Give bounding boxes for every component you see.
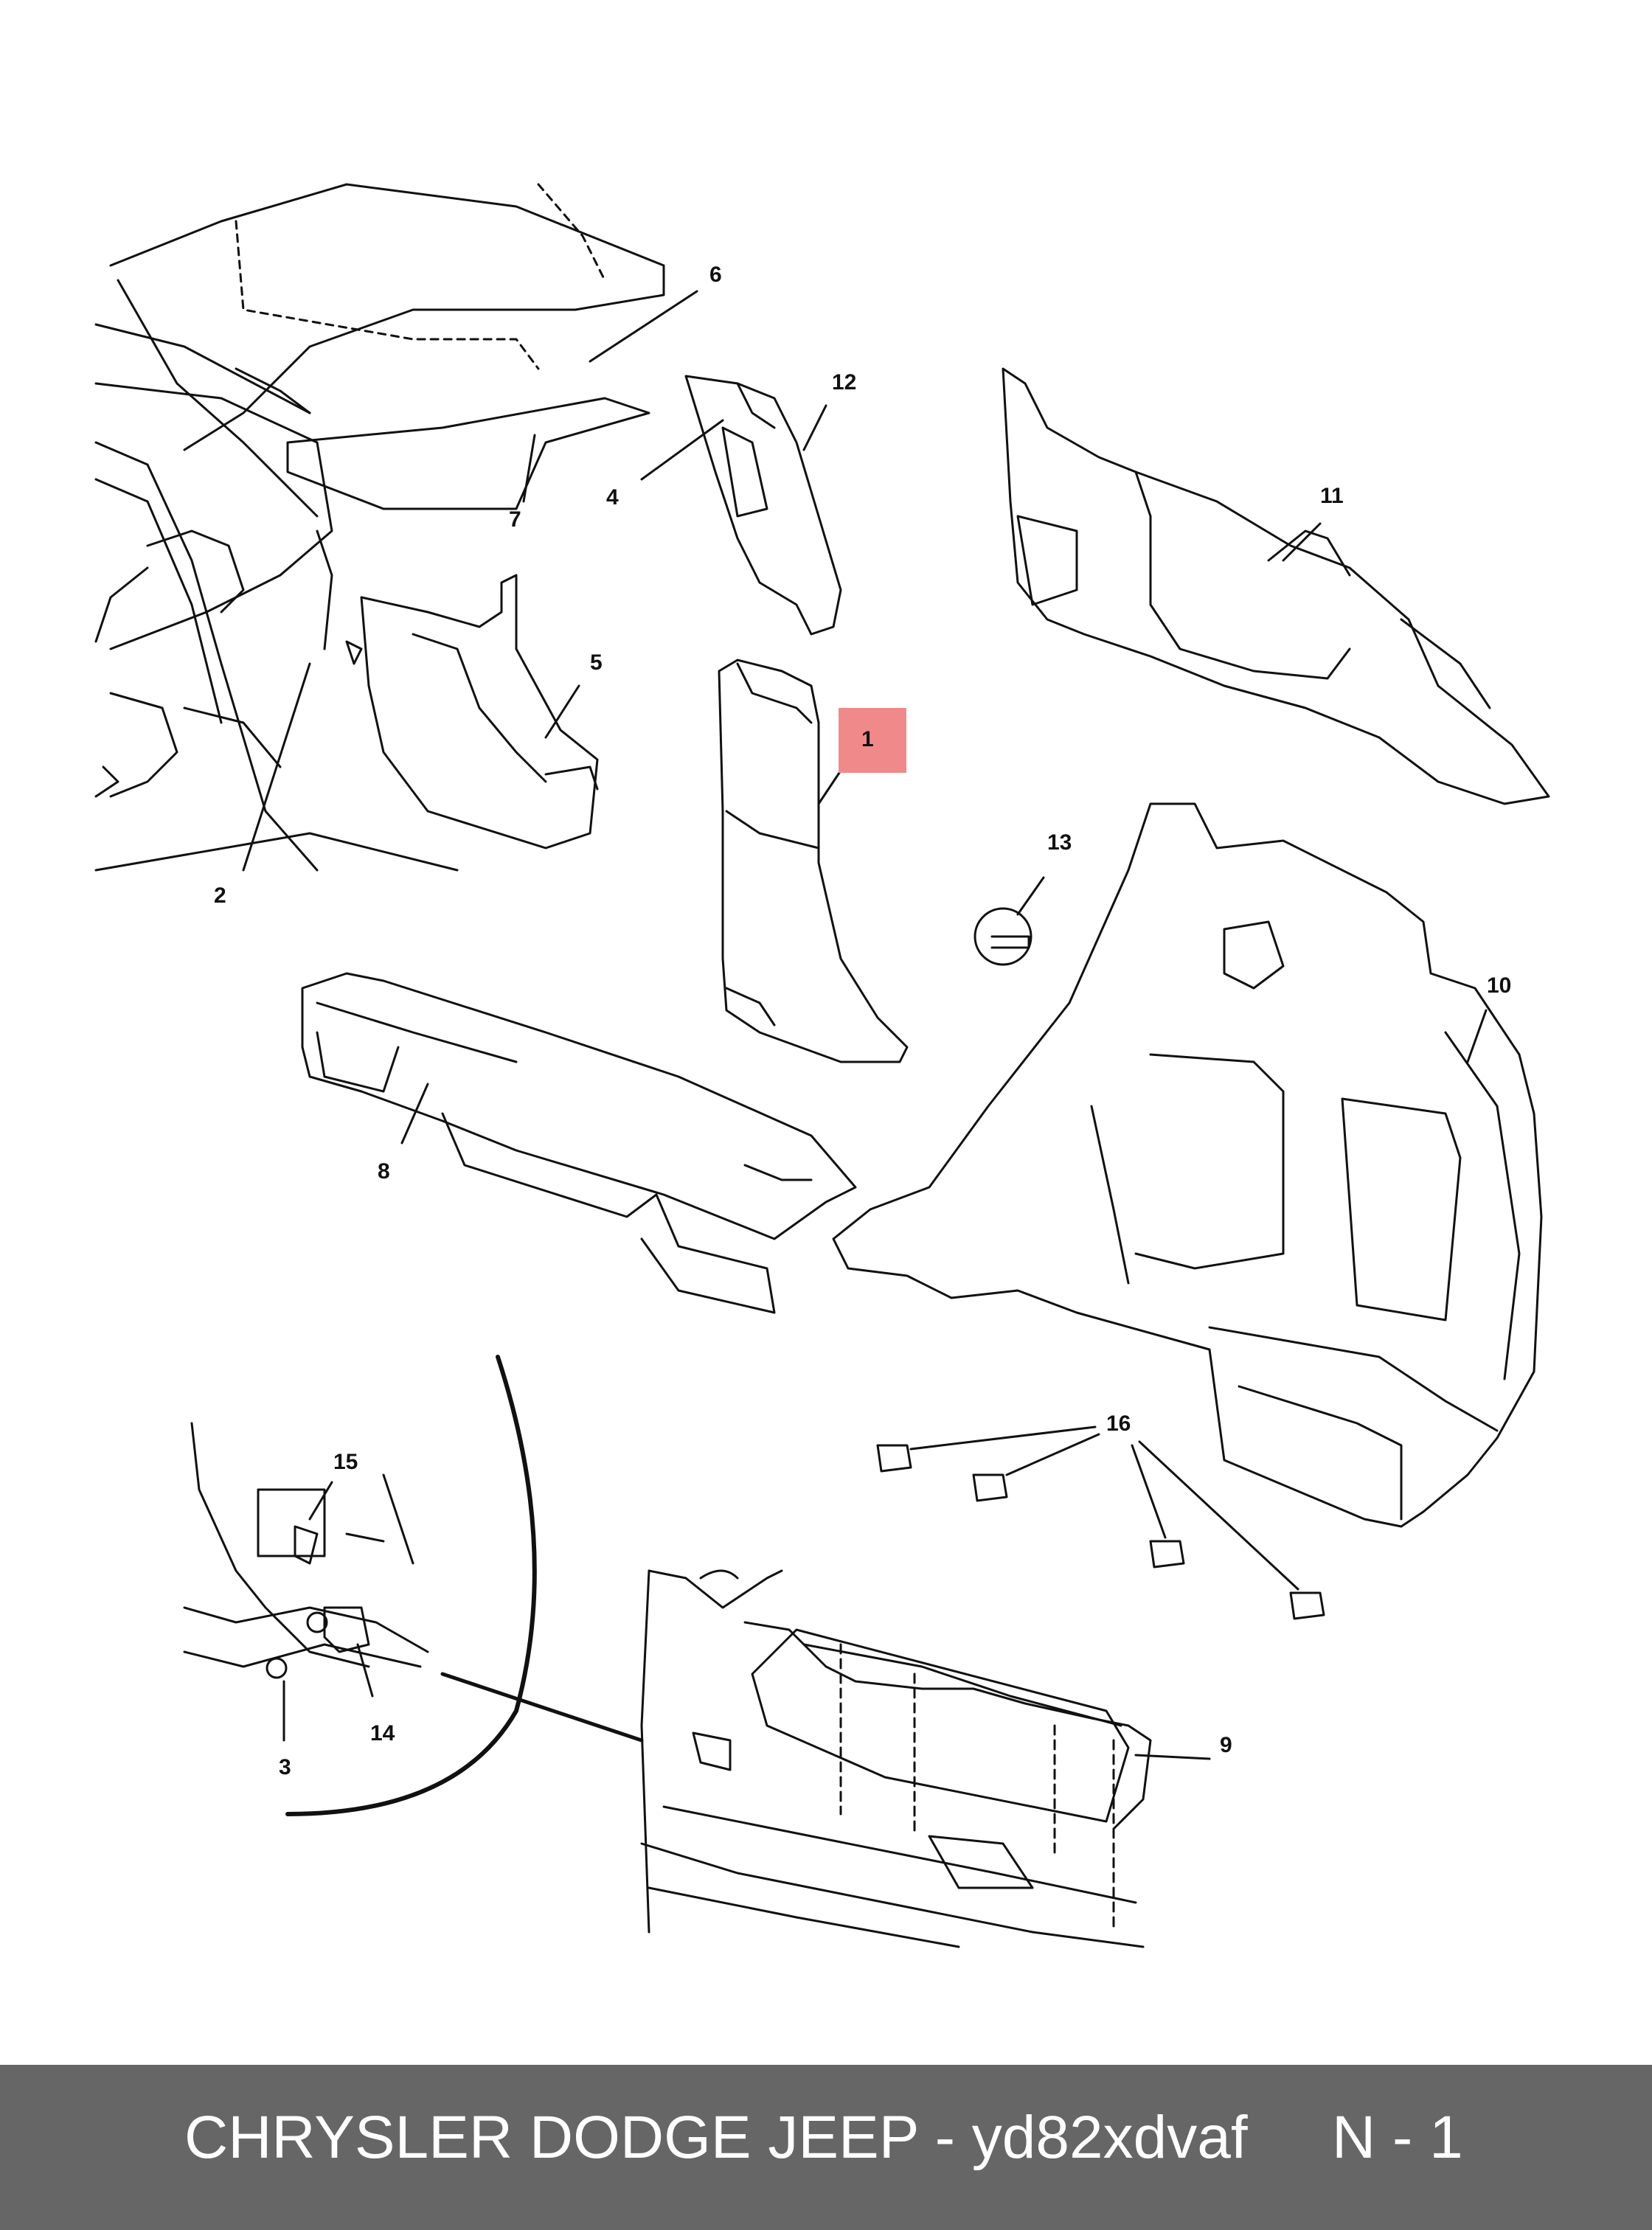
leader-lines [242,290,1488,1760]
callout-6: 6 [709,263,722,287]
callout-9: 9 [1220,1733,1232,1757]
callout-11: 11 [1320,484,1344,508]
footer-brand-text: CHRYSLER DODGE JEEP - yd82xdvaf [184,2104,1248,2171]
part-11-quarter-trim [1002,367,1550,805]
callout-12: 12 [832,370,856,395]
footer-bar [0,2065,1652,2230]
part-8-sill-plate [301,972,857,1314]
parts-diagram: 1 2 3 4 5 6 7 8 9 10 11 12 13 14 15 16 [94,183,1550,1948]
callout-numbers: 1 2 3 4 5 6 7 8 9 10 11 12 13 14 15 16 [214,263,1511,1779]
footer-page-label: N - 1 [1332,2104,1463,2171]
part-16-clips [876,1444,1325,1620]
callout-7: 7 [509,507,521,532]
upper-trim-assembly [94,183,665,872]
callout-14: 14 [370,1721,395,1746]
callout-10: 10 [1487,973,1511,998]
callout-5: 5 [590,650,603,675]
part-13-plug [974,907,1032,966]
highlight-box [839,708,906,773]
callout-2: 2 [214,883,226,908]
callout-1: 1 [861,727,874,751]
callout-4: 4 [606,485,619,510]
part-9-cargo-scuff-plate [640,1569,1152,1948]
callout-3: 3 [279,1755,291,1779]
callout-13: 13 [1047,830,1072,855]
part-1-b-pillar-trim [718,659,909,1063]
detail-view [183,1355,537,1816]
part-10-quarter-panel [832,802,1543,1528]
part-5-cowl-trim [345,574,599,850]
callout-15: 15 [333,1450,358,1474]
callout-8: 8 [378,1159,390,1184]
callout-16: 16 [1106,1411,1131,1436]
part-12-a-pillar-trim [684,375,842,636]
